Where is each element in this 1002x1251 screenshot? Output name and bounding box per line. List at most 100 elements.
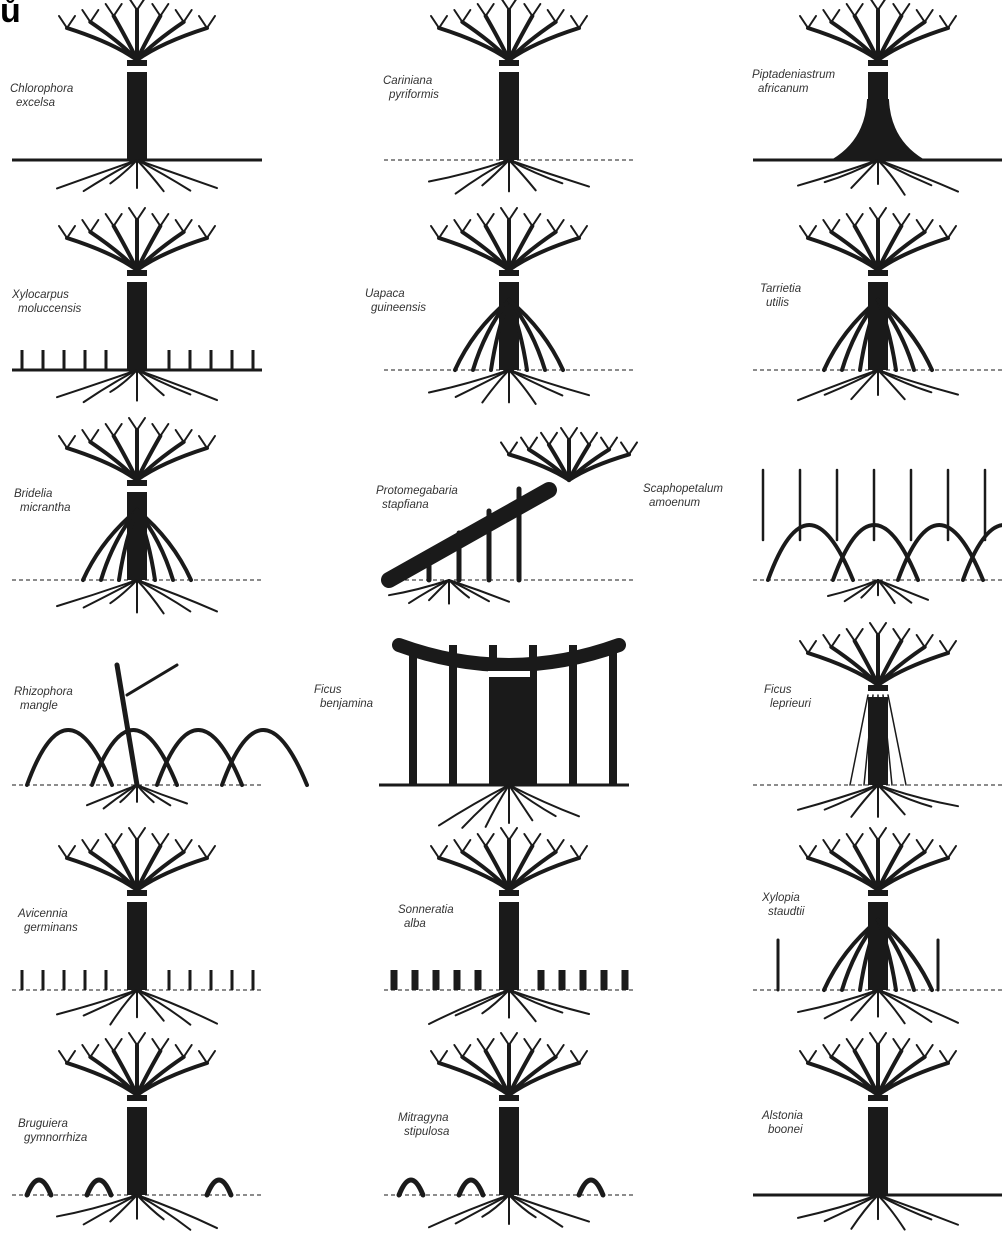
species-name: stapfiana (382, 499, 429, 511)
species-label: Rhizophoramangle (14, 686, 73, 712)
trunk-mark (867, 1101, 889, 1107)
twig (940, 226, 948, 238)
crown-branch (808, 238, 878, 270)
twig (808, 226, 816, 238)
twig (847, 4, 855, 16)
twig (808, 641, 816, 653)
twig (67, 226, 75, 238)
tree-panel-piptadeniastrum: Piptadeniastrumafricanum (752, 0, 1002, 195)
trunk (489, 665, 529, 785)
twig (870, 623, 878, 635)
twig (524, 1039, 532, 1051)
tree-panel-sonneratia: Sonneratiaalba (384, 828, 634, 1024)
genus-name: Uapaca (365, 288, 405, 300)
twig (823, 10, 831, 22)
species-name: africanum (758, 83, 809, 95)
twig (431, 226, 439, 238)
twig (184, 10, 192, 22)
species-name: guineensis (371, 302, 426, 314)
species-label: Carinianapyriformis (383, 75, 439, 101)
twig (90, 1045, 98, 1057)
twig (207, 16, 215, 28)
twig (800, 1051, 808, 1063)
twig (548, 220, 556, 232)
twig (948, 16, 956, 28)
species-label: Alstoniaboonei (761, 1110, 803, 1136)
banyan-crown-limb (399, 645, 619, 665)
twig (893, 214, 901, 226)
twig (454, 840, 462, 852)
twig (532, 4, 540, 16)
twig (114, 4, 122, 16)
species-name: alba (404, 918, 426, 930)
twig (106, 834, 114, 846)
twig (199, 16, 207, 28)
underground-root (825, 785, 878, 810)
twig (454, 220, 462, 232)
twig (521, 438, 529, 450)
twig (486, 214, 494, 226)
twig (454, 10, 462, 22)
pneumatophore (63, 970, 66, 990)
twig (548, 10, 556, 22)
underground-root (57, 160, 137, 188)
twig (152, 424, 160, 436)
twig (556, 10, 564, 22)
trunk-mark (867, 276, 889, 282)
tree-panel-protomegabaria: Protomegabariastapfiana (376, 428, 637, 604)
twig (199, 436, 207, 448)
twig (571, 846, 579, 858)
genus-name: Bridelia (14, 488, 52, 500)
species-name: germinans (24, 922, 78, 934)
underground-root (456, 1195, 509, 1223)
twig (199, 846, 207, 858)
twig (855, 1039, 863, 1051)
crown-branch (439, 28, 509, 60)
twig (184, 1045, 192, 1057)
twig (870, 208, 878, 220)
twig (137, 208, 145, 220)
species-name: excelsa (16, 97, 55, 109)
twig (831, 220, 839, 232)
twig (106, 1039, 114, 1051)
underground-root (429, 1195, 509, 1227)
arching-stem (833, 525, 918, 580)
genus-name: Xylocarpus (11, 289, 69, 301)
twig (621, 442, 629, 454)
twig (800, 641, 808, 653)
twig (82, 1045, 90, 1057)
species-name: amoenum (649, 497, 701, 509)
underground-root (57, 580, 137, 606)
twig (59, 226, 67, 238)
twig (556, 220, 564, 232)
twig (524, 4, 532, 16)
twig (808, 16, 816, 28)
twig (847, 1039, 855, 1051)
underground-root (456, 160, 509, 194)
crown-branch (67, 28, 137, 60)
twig (940, 1051, 948, 1063)
twig (462, 10, 470, 22)
pneumatophore (21, 970, 24, 990)
underground-root (137, 1195, 217, 1228)
trunk-mark (498, 276, 520, 282)
species-name: utilis (766, 297, 789, 309)
pneumatophore (168, 350, 171, 370)
twig (199, 226, 207, 238)
twig (823, 1045, 831, 1057)
twig (114, 424, 122, 436)
tree-panel-avicennia: Avicenniagerminans (12, 828, 262, 1025)
twig (917, 840, 925, 852)
twig (948, 641, 956, 653)
pneumatophore (231, 970, 234, 990)
twig (160, 1039, 168, 1051)
pneumatophore (84, 350, 87, 370)
knee-root (87, 1180, 111, 1195)
genus-name: Ficus (764, 684, 792, 696)
tree-panel-bruguiera: Bruguieragymnorrhiza (12, 1033, 262, 1230)
twig (90, 430, 98, 442)
trunk (127, 270, 147, 370)
arching-stem (27, 730, 112, 785)
